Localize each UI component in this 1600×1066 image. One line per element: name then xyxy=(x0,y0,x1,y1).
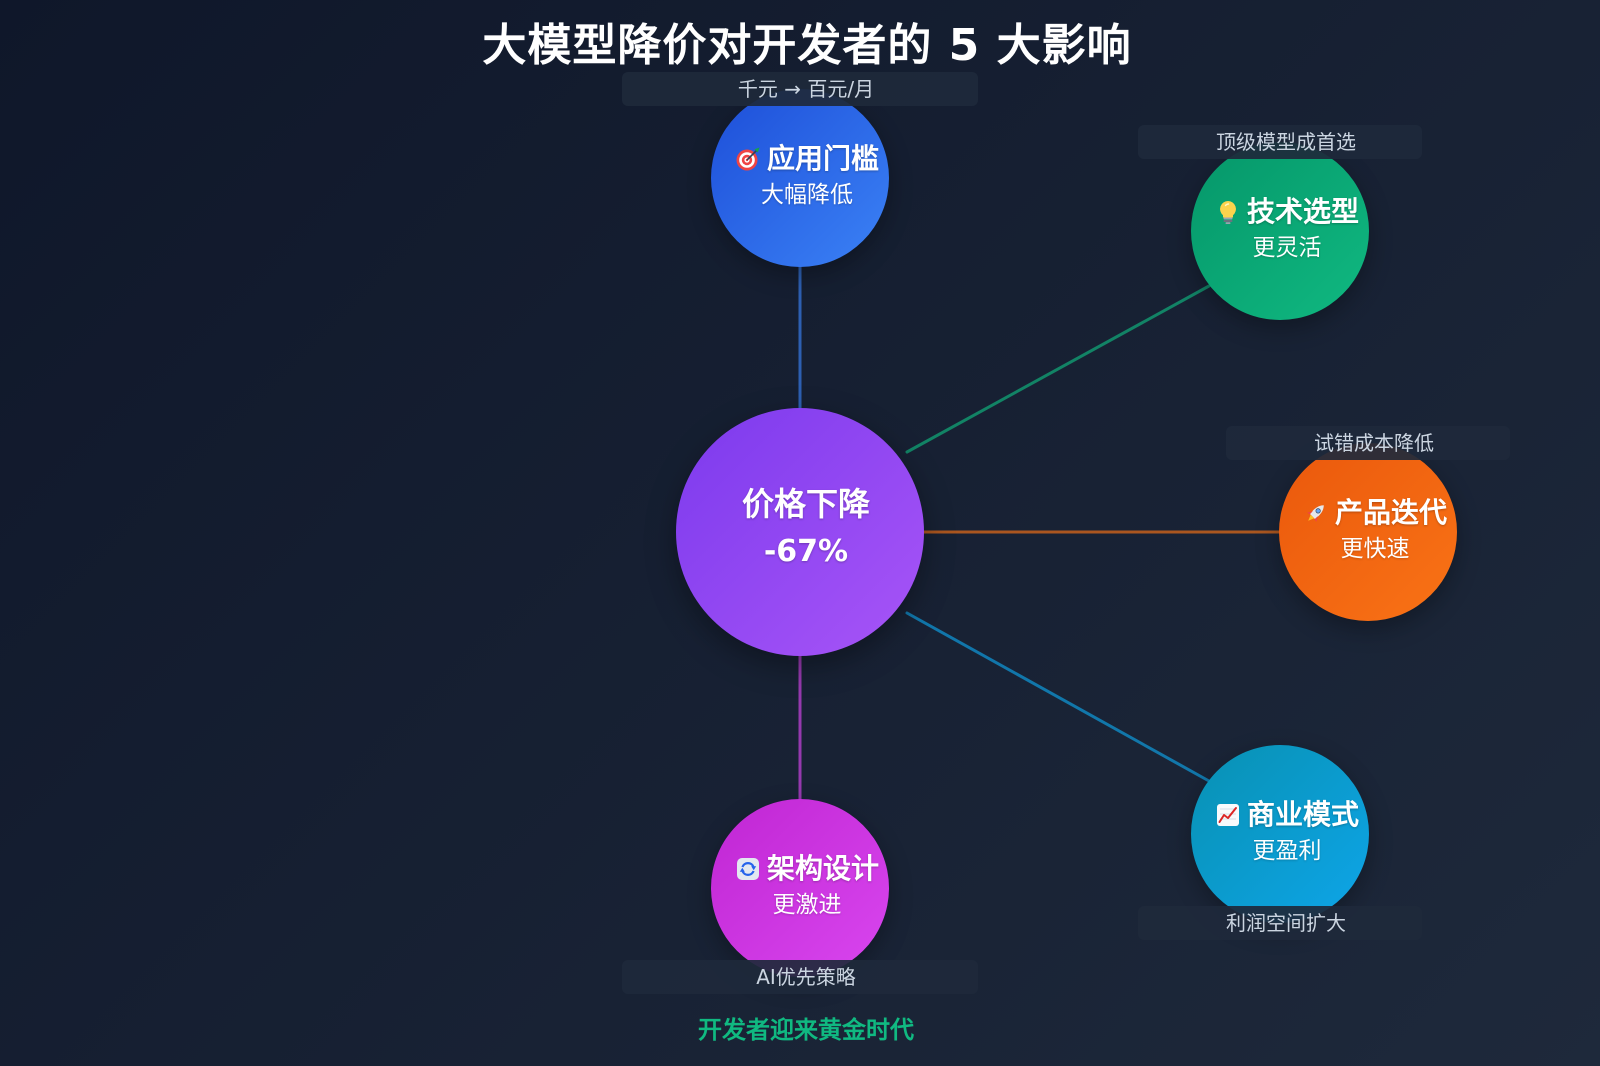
footer-tagline: 开发者迎来黄金时代 xyxy=(698,1016,914,1044)
node-circle-business-model: 商业模式 更盈利 xyxy=(1191,745,1369,923)
node-heading: 架构设计 xyxy=(735,852,879,886)
hub-title: 价格下降 xyxy=(741,484,870,523)
node-title: 产品迭代 xyxy=(1334,496,1447,529)
node-subtitle: 更激进 xyxy=(772,892,842,918)
node-heading: 技术选型 xyxy=(1215,195,1359,229)
connector-line-business-model xyxy=(905,611,1211,783)
node-heading: 应用门槛 xyxy=(735,142,879,176)
node-title: 技术选型 xyxy=(1246,195,1359,228)
node-note-architecture-design: AI优先策略 xyxy=(622,960,978,994)
node-circle-app-threshold: 应用门槛 大幅降低 xyxy=(711,89,889,267)
node-note-product-iteration: 试错成本降低 xyxy=(1226,426,1510,460)
anticlockwise-arrows-icon xyxy=(735,856,761,882)
hub-circle-price-drop: 价格下降 -67% xyxy=(676,408,924,656)
node-heading: 商业模式 xyxy=(1215,798,1359,832)
node-note-tech-selection: 顶级模型成首选 xyxy=(1138,125,1422,159)
node-circle-architecture-design: 架构设计 更激进 xyxy=(711,799,889,977)
light-bulb-icon xyxy=(1215,199,1241,225)
node-note-app-threshold: 千元 → 百元/月 xyxy=(622,72,978,106)
rocket-icon xyxy=(1303,500,1329,526)
node-circle-tech-selection: 技术选型 更灵活 xyxy=(1191,142,1369,320)
node-title: 应用门槛 xyxy=(766,142,879,175)
node-subtitle: 更快速 xyxy=(1340,536,1410,562)
node-note-business-model: 利润空间扩大 xyxy=(1138,906,1422,940)
direct-hit-target-icon xyxy=(735,146,761,172)
node-subtitle: 更盈利 xyxy=(1252,838,1322,864)
diagram-title: 大模型降价对开发者的 5 大影响 xyxy=(482,20,1132,71)
connector-line-tech-selection xyxy=(905,284,1211,454)
node-circle-product-iteration: 产品迭代 更快速 xyxy=(1279,443,1457,621)
chart-increasing-icon xyxy=(1215,802,1241,828)
node-title: 架构设计 xyxy=(766,852,879,885)
node-subtitle: 大幅降低 xyxy=(761,182,853,208)
node-title: 商业模式 xyxy=(1246,798,1359,831)
node-subtitle: 更灵活 xyxy=(1252,235,1322,261)
hub-value: -67% xyxy=(763,533,849,569)
node-heading: 产品迭代 xyxy=(1303,496,1447,530)
